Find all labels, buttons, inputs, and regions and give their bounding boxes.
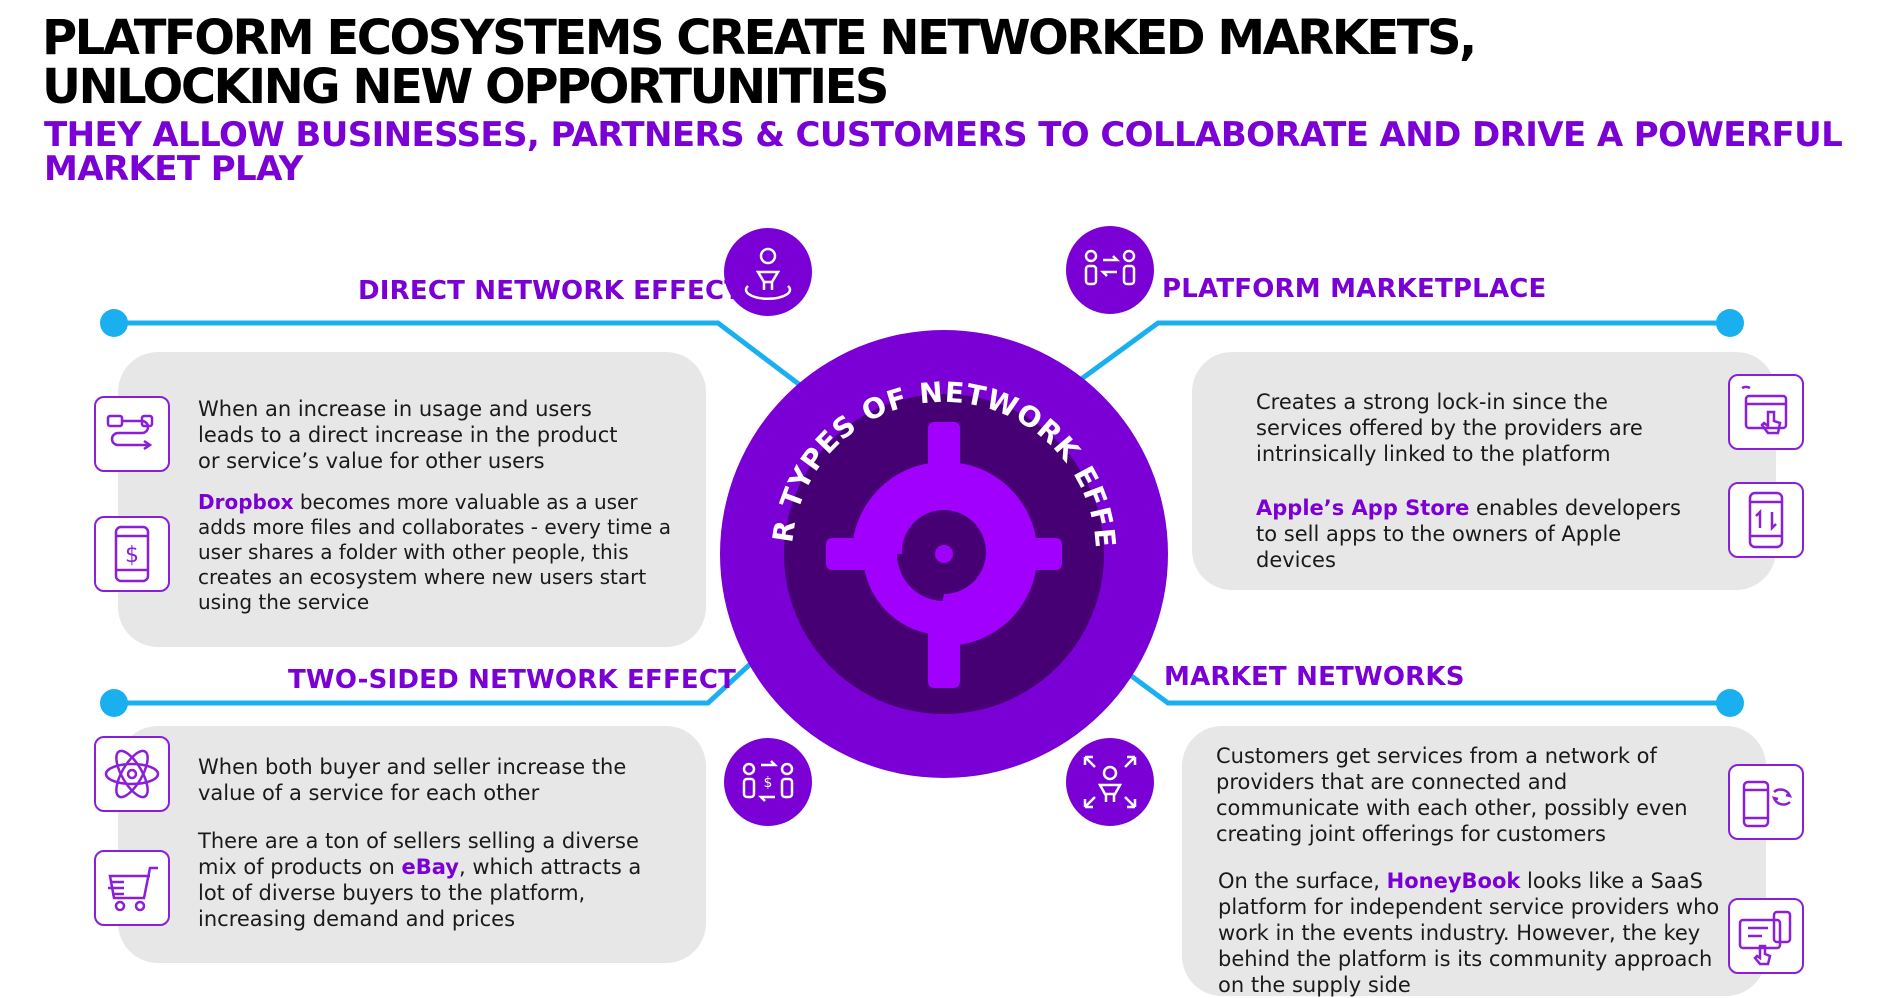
connector-dot-market-networks: [1716, 689, 1744, 717]
connector-dot-marketplace: [1716, 309, 1744, 337]
two-sided-description-line: When both buyer and seller increase the: [198, 755, 627, 779]
direct-card: [118, 352, 706, 647]
buyer-seller-exchange-icon: $: [724, 738, 812, 826]
subtitle-line-2: MARKET PLAY: [44, 149, 303, 189]
marketplace-description-line: services offered by the providers are: [1256, 416, 1643, 440]
two-sided-heading: TWO-SIDED NETWORK EFFECT: [288, 665, 737, 695]
two-sided-description-line: value of a service for each other: [198, 781, 540, 805]
two-sided-example-line: mix of products on eBay, which attracts …: [198, 854, 668, 880]
marketplace-example-line: Apple’s App Store enables developers: [1256, 495, 1696, 521]
hub-target-icon: [826, 422, 1062, 688]
market-networks-description-line: communicate with each other, possibly ev…: [1216, 796, 1688, 820]
market-networks-heading: MARKET NETWORKS: [1164, 662, 1465, 692]
honeybook-brand: HoneyBook: [1386, 869, 1521, 893]
market-networks-example-line: work in the events industry. However, th…: [1218, 921, 1701, 945]
two-sided-example-text: , which attracts a: [459, 855, 642, 879]
two-sided-example-text: mix of products on: [198, 855, 402, 879]
tap-screen-icon: [1728, 374, 1804, 450]
direct-description-line: leads to a direct increase in the produc…: [198, 423, 618, 447]
market-networks-example-text: looks like a SaaS: [1520, 869, 1703, 893]
svg-text:$: $: [764, 775, 773, 791]
market-networks-example-line: platform for independent service provide…: [1218, 895, 1720, 919]
title-line-2: UNLOCKING NEW OPPORTUNITIES: [42, 59, 890, 115]
market-networks-description: Customers get services from a network of…: [1216, 743, 1716, 847]
person-network-icon: [1066, 738, 1154, 826]
two-sided-description: When both buyer and seller increase the …: [198, 754, 668, 806]
ebay-brand: eBay: [401, 855, 459, 879]
marketplace-example-line: devices: [1256, 548, 1336, 572]
connector-direct: [114, 320, 802, 387]
two-sided-example-line: There are a ton of sellers selling a div…: [198, 829, 639, 853]
people-exchange-icon: [1066, 226, 1154, 314]
marketplace-example: Apple’s App Store enables developers to …: [1256, 495, 1696, 573]
connector-two-sided: [114, 653, 762, 706]
connector-marketplace: [1078, 320, 1730, 383]
market-networks-example-text: On the surface,: [1218, 869, 1387, 893]
market-networks-description-line: creating joint offerings for customers: [1216, 822, 1606, 846]
market-networks-card: [1182, 726, 1766, 996]
devices-icon: [1728, 898, 1804, 974]
direct-description-line: or service’s value for other users: [198, 449, 545, 473]
title-line-1: PLATFORM ECOSYSTEMS CREATE NETWORKED MAR…: [42, 10, 1477, 66]
two-sided-example-line: increasing demand and prices: [198, 907, 516, 931]
workflow-icon: [94, 396, 170, 472]
direct-heading: DIRECT NETWORK EFFECT: [358, 276, 743, 306]
direct-example-line: adds more files and collaborates - every…: [198, 515, 671, 539]
two-sided-card: [118, 726, 706, 963]
phone-dollar-icon: $: [94, 516, 170, 592]
market-networks-example: On the surface, HoneyBook looks like a S…: [1218, 868, 1738, 998]
connector-dot-direct: [100, 309, 128, 337]
market-networks-description-line: Customers get services from a network of: [1216, 744, 1657, 768]
marketplace-example-text: enables developers: [1469, 496, 1681, 520]
app-store-brand: Apple’s App Store: [1256, 496, 1470, 520]
market-networks-example-line: behind the platform is its community app…: [1218, 947, 1713, 971]
connector-dot-two-sided: [100, 689, 128, 717]
direct-description: When an increase in usage and users lead…: [198, 396, 668, 474]
atom-icon: [94, 736, 170, 812]
direct-example-line: creates an ecosystem where new users sta…: [198, 565, 647, 589]
marketplace-description: Creates a strong lock-in since the servi…: [1256, 389, 1696, 467]
shopping-cart-icon: [94, 850, 170, 926]
marketplace-example-line: to sell apps to the owners of Apple: [1256, 522, 1622, 546]
direct-description-line: When an increase in usage and users: [198, 397, 592, 421]
market-networks-example-line: On the surface, HoneyBook looks like a S…: [1218, 868, 1738, 894]
two-sided-example: There are a ton of sellers selling a div…: [198, 828, 668, 932]
two-sided-example-line: lot of diverse buyers to the platform,: [198, 881, 586, 905]
direct-example-text: becomes more valuable as a user: [293, 490, 638, 514]
direct-example-line: Dropbox becomes more valuable as a user: [198, 490, 688, 515]
phone-transfer-icon: [1728, 482, 1804, 558]
market-networks-example-line: on the supply side: [1218, 973, 1411, 997]
direct-example-line: user shares a folder with other people, …: [198, 540, 629, 564]
page-title: PLATFORM ECOSYSTEMS CREATE NETWORKED MAR…: [42, 14, 1842, 112]
marketplace-description-line: Creates a strong lock-in since the: [1256, 390, 1608, 414]
person-target-icon: [724, 228, 812, 316]
page-subtitle: THEY ALLOW BUSINESSES, PARTNERS & CUSTOM…: [44, 118, 1864, 186]
marketplace-description-line: intrinsically linked to the platform: [1256, 442, 1611, 466]
dropbox-brand: Dropbox: [198, 490, 294, 514]
svg-text:$: $: [125, 543, 139, 568]
central-hub: FOUR TYPES OF NETWORK EFFECTS: [720, 330, 1168, 778]
phone-sync-icon: [1728, 764, 1804, 840]
subtitle-line-1: THEY ALLOW BUSINESSES, PARTNERS & CUSTOM…: [44, 115, 1843, 155]
marketplace-card: [1192, 352, 1776, 590]
direct-example: Dropbox becomes more valuable as a user …: [198, 490, 688, 615]
market-networks-description-line: providers that are connected and: [1216, 770, 1568, 794]
marketplace-heading: PLATFORM MARKETPLACE: [1162, 274, 1547, 304]
direct-example-line: using the service: [198, 590, 370, 614]
